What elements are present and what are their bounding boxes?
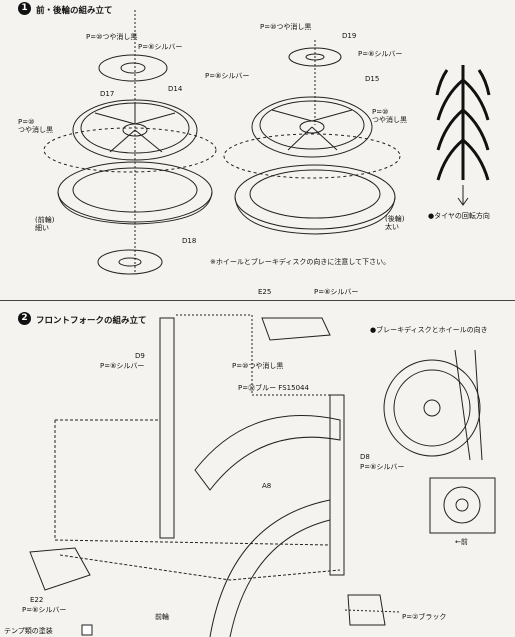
label-p8-silver-b: P=⑧シルバー bbox=[205, 72, 250, 80]
fork-right bbox=[329, 394, 345, 576]
label-p8-silver-f: P=⑧シルバー bbox=[100, 362, 145, 370]
step1-number-badge: 1 bbox=[18, 2, 31, 15]
label-p22-blue: P=㉒ブルー FS15044 bbox=[238, 384, 309, 392]
label-front-wheel-b: 前輪 bbox=[155, 613, 169, 621]
label-front-arrow: ←前 bbox=[455, 538, 468, 546]
label-rear-wheel: (後輪) 太い bbox=[385, 215, 405, 231]
tire-tread-pattern bbox=[435, 65, 491, 181]
label-brake-direction: ●ブレーキディスクとホイールの向き bbox=[370, 326, 488, 334]
fork-left bbox=[159, 317, 175, 539]
rear-tire bbox=[234, 164, 396, 230]
label-p8-silver-a: P=⑧シルバー bbox=[138, 43, 183, 51]
step1-title: 前・後輪の組み立て bbox=[36, 6, 113, 16]
label-a8: A8 bbox=[262, 482, 272, 490]
label-note: ※ホイールとブレーキディスクの向きに注意して下さい。 bbox=[210, 258, 391, 266]
label-d17: D17 bbox=[100, 90, 115, 98]
label-p10-flat-black-b: P=⑩ つや消し黒 bbox=[18, 118, 53, 134]
label-front-wheel: (前輪) 細い bbox=[35, 216, 55, 232]
label-p10-flat-black-a: P=⑩つや消し黒 bbox=[86, 33, 138, 41]
front-wheel-partial bbox=[209, 499, 331, 637]
brake-caliper bbox=[347, 594, 386, 626]
inset-wheel bbox=[383, 359, 481, 457]
label-d8: D8 bbox=[360, 453, 370, 461]
inset-disc-box bbox=[429, 477, 496, 534]
label-d15: D15 bbox=[365, 75, 380, 83]
section-divider bbox=[0, 300, 515, 301]
brake-disc-front-bottom bbox=[97, 249, 163, 275]
legend-label: テンプ類の塗装 bbox=[4, 627, 53, 635]
step2-number-badge: 2 bbox=[18, 312, 31, 325]
label-e22: E22 bbox=[30, 596, 44, 604]
label-d18: D18 bbox=[182, 237, 197, 245]
label-tire-direction: ●タイヤの回転方向 bbox=[428, 212, 490, 220]
caliper-bracket-e22 bbox=[29, 547, 91, 591]
label-p10-flat-black-c: P=⑩つや消し黒 bbox=[260, 23, 312, 31]
rear-wheel-rim bbox=[251, 96, 373, 158]
brake-disc-front-top bbox=[98, 54, 168, 82]
label-p10-flat-black-e: P=⑩つや消し黒 bbox=[232, 362, 284, 370]
label-p10-flat-black-d: P=⑩ つや消し黒 bbox=[372, 108, 407, 124]
label-p8-silver-h: P=⑧シルバー bbox=[22, 606, 67, 614]
fork-bracket-e25 bbox=[261, 317, 331, 341]
label-d9: D9 bbox=[135, 352, 145, 360]
label-p8-silver-g: P=⑧シルバー bbox=[360, 463, 405, 471]
label-p2-black: P=②ブラック bbox=[402, 613, 447, 621]
step2-title: フロントフォークの組み立て bbox=[36, 316, 147, 326]
label-d19: D19 bbox=[342, 32, 357, 40]
front-fender bbox=[194, 415, 341, 491]
label-p8-silver-c: P=⑧シルバー bbox=[358, 50, 403, 58]
label-p8-silver-e: P=⑧シルバー bbox=[314, 288, 359, 296]
label-e25: E25 bbox=[258, 288, 272, 296]
label-d14: D14 bbox=[168, 85, 183, 93]
